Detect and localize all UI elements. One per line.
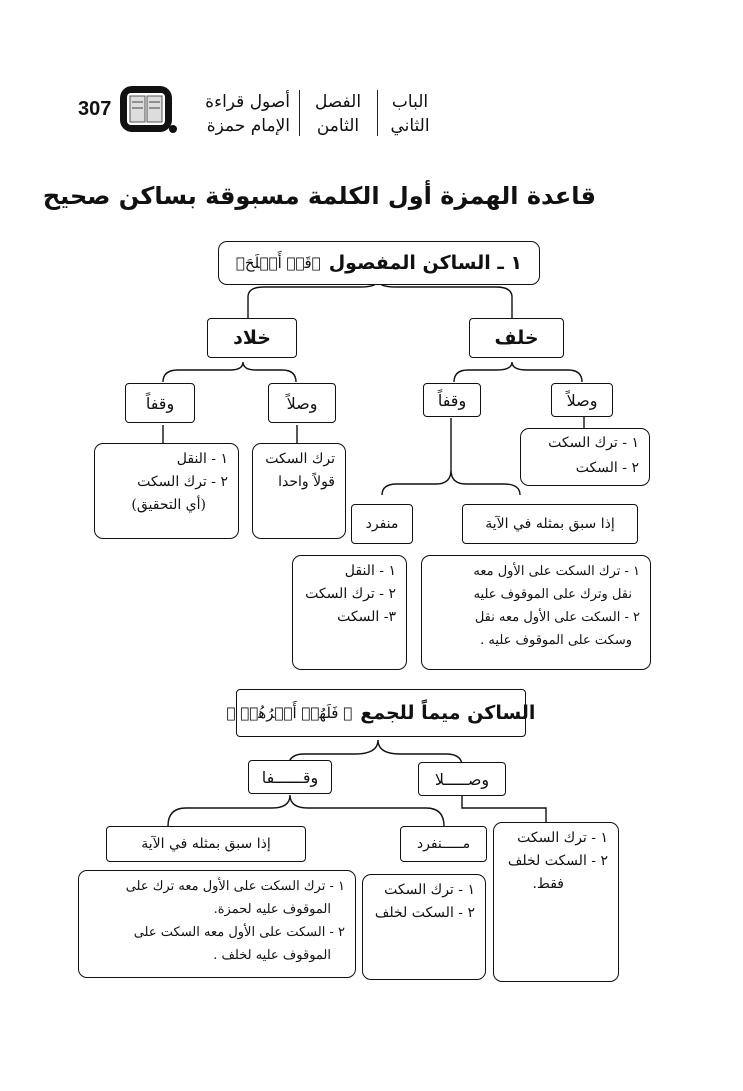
section2-heading-text: الساكن ميماً للجمع	[360, 702, 536, 724]
khalaf-waqf-node: وقفاً	[423, 383, 481, 417]
s2-wasl-node: وصـــــلا	[418, 762, 506, 796]
list-item: قولاً واحدا	[278, 474, 335, 490]
munfarid-label: منفرد	[365, 516, 399, 532]
brace-khalaf-waqf	[381, 469, 521, 496]
munfarid-node: منفرد	[351, 504, 413, 544]
khalaf-wasl-list: ١ - ترك السكت ٢ - السكت	[520, 428, 650, 486]
khalaf-node: خلف	[469, 318, 564, 358]
header-book: أصول قراءة الإمام حمزة	[190, 90, 290, 138]
preceded-label: إذا سبق بمثله في الآية	[485, 516, 615, 532]
list-item: ٣- السكت	[337, 609, 396, 625]
s2-wasl-list: ١ - ترك السكت ٢ - السكت لخلف فقط.	[493, 822, 619, 982]
s2-munfarid-list: ١ - ترك السكت ٢ - السكت لخلف	[362, 874, 486, 980]
header-divider	[377, 90, 378, 136]
header-book-line2: الإمام حمزة	[206, 116, 290, 136]
khallad-waqf-label: وقفاً	[145, 393, 175, 413]
list-item: (أي التحقيق)	[131, 497, 206, 513]
header-chapter: الفصل الثامن	[306, 90, 370, 138]
header-section-line2: الثاني	[390, 116, 430, 136]
khallad-waqf-node: وقفاً	[125, 383, 195, 423]
khalaf-waqf-label: وقفاً	[437, 390, 467, 410]
list-item: ٢ - السكت	[575, 460, 639, 476]
list-item: فقط.	[532, 876, 564, 892]
list-item: الموقوف عليه لحمزة.	[213, 902, 331, 917]
brace-s2-root	[287, 739, 463, 769]
header-divider	[299, 90, 300, 136]
khallad-node: خلاد	[207, 318, 297, 358]
khallad-label: خلاد	[233, 327, 271, 349]
list-item: ترك السكت	[265, 451, 335, 467]
brace-khalaf	[453, 361, 583, 383]
list-item: ١ - ترك السكت على الأول معه ترك على	[125, 879, 345, 894]
list-item: وسكت على الموقوف عليه .	[480, 633, 632, 648]
list-item: ١ - ترك السكت على الأول معه	[473, 564, 640, 579]
list-item: ١ - ترك السكت	[384, 882, 475, 898]
list-item: ١ - النقل	[344, 563, 396, 579]
s2-waqf-label: وقــــــفا	[261, 767, 319, 787]
header-section: الباب الثاني	[384, 90, 436, 138]
brace-s2-waqf	[167, 794, 445, 827]
list-item: ١ - النقل	[176, 451, 228, 467]
list-item: ٢ - السكت على الأول معه السكت على	[133, 925, 345, 940]
section1-verse: ﴿قَدۡ أَفۡلَحَ﴾	[235, 254, 321, 272]
preceded-list: ١ - ترك السكت على الأول معه نقل وترك على…	[421, 555, 651, 670]
khallad-waqf-list: ١ - النقل ٢ - ترك السكت (أي التحقيق)	[94, 443, 239, 539]
header-chapter-line2: الثامن	[316, 116, 360, 136]
list-item: ١ - ترك السكت	[517, 830, 608, 846]
section1-heading: ١ ـ الساكن المفصول ﴿قَدۡ أَفۡلَحَ﴾	[218, 241, 540, 285]
khallad-wasl-label: وصلاً	[286, 393, 318, 413]
page-number: 307	[78, 98, 112, 120]
section1-heading-text: ١ ـ الساكن المفصول	[328, 252, 523, 274]
s2-preceded-label: إذا سبق بمثله في الآية	[141, 836, 271, 852]
header-section-line1: الباب	[391, 92, 429, 112]
header-book-line1: أصول قراءة	[205, 92, 290, 112]
brace-khallad	[162, 361, 297, 383]
list-item: ١ - ترك السكت	[548, 435, 639, 451]
s2-waqf-node: وقــــــفا	[248, 760, 332, 794]
line-s2-wasl	[461, 796, 547, 822]
list-item: ٢ - السكت لخلف	[507, 853, 608, 869]
list-item: ٢ - السكت على الأول معه نقل	[474, 610, 640, 625]
header-chapter-line1: الفصل	[314, 92, 362, 112]
s2-preceded-node: إذا سبق بمثله في الآية	[106, 826, 306, 862]
khallad-wasl-list: ترك السكت قولاً واحدا	[252, 443, 346, 539]
list-item: ٢ - ترك السكت	[137, 474, 228, 490]
khallad-wasl-node: وصلاً	[268, 383, 336, 423]
khalaf-wasl-node: وصلاً	[551, 383, 613, 417]
s2-munfarid-node: مـــــنفرد	[400, 826, 487, 862]
list-item: ٢ - ترك السكت	[305, 586, 396, 602]
khalaf-label: خلف	[494, 327, 539, 349]
preceded-node: إذا سبق بمثله في الآية	[462, 504, 638, 544]
khalaf-wasl-label: وصلاً	[566, 390, 598, 410]
munfarid-list: ١ - النقل ٢ - ترك السكت ٣- السكت	[292, 555, 407, 670]
section2-heading: الساكن ميماً للجمع ﴿ فَلَهُمۡ أَجۡرُهُمۡ…	[227, 689, 535, 737]
page-title: قاعدة الهمزة أول الكلمة مسبوقة بساكن صحي…	[42, 182, 596, 210]
section2-verse: ﴿ فَلَهُمۡ أَجۡرُهُمۡ ﴾	[226, 704, 353, 722]
list-item: ٢ - السكت لخلف	[374, 905, 475, 921]
book-icon	[120, 86, 177, 133]
s2-wasl-label: وصـــــلا	[434, 769, 490, 789]
list-item: الموقوف عليه لخلف .	[213, 948, 331, 963]
s2-munfarid-label: مـــــنفرد	[416, 836, 471, 852]
list-item: نقل وترك على الموقوف عليه	[473, 587, 632, 602]
s2-preceded-list: ١ - ترك السكت على الأول معه ترك على المو…	[78, 870, 356, 978]
